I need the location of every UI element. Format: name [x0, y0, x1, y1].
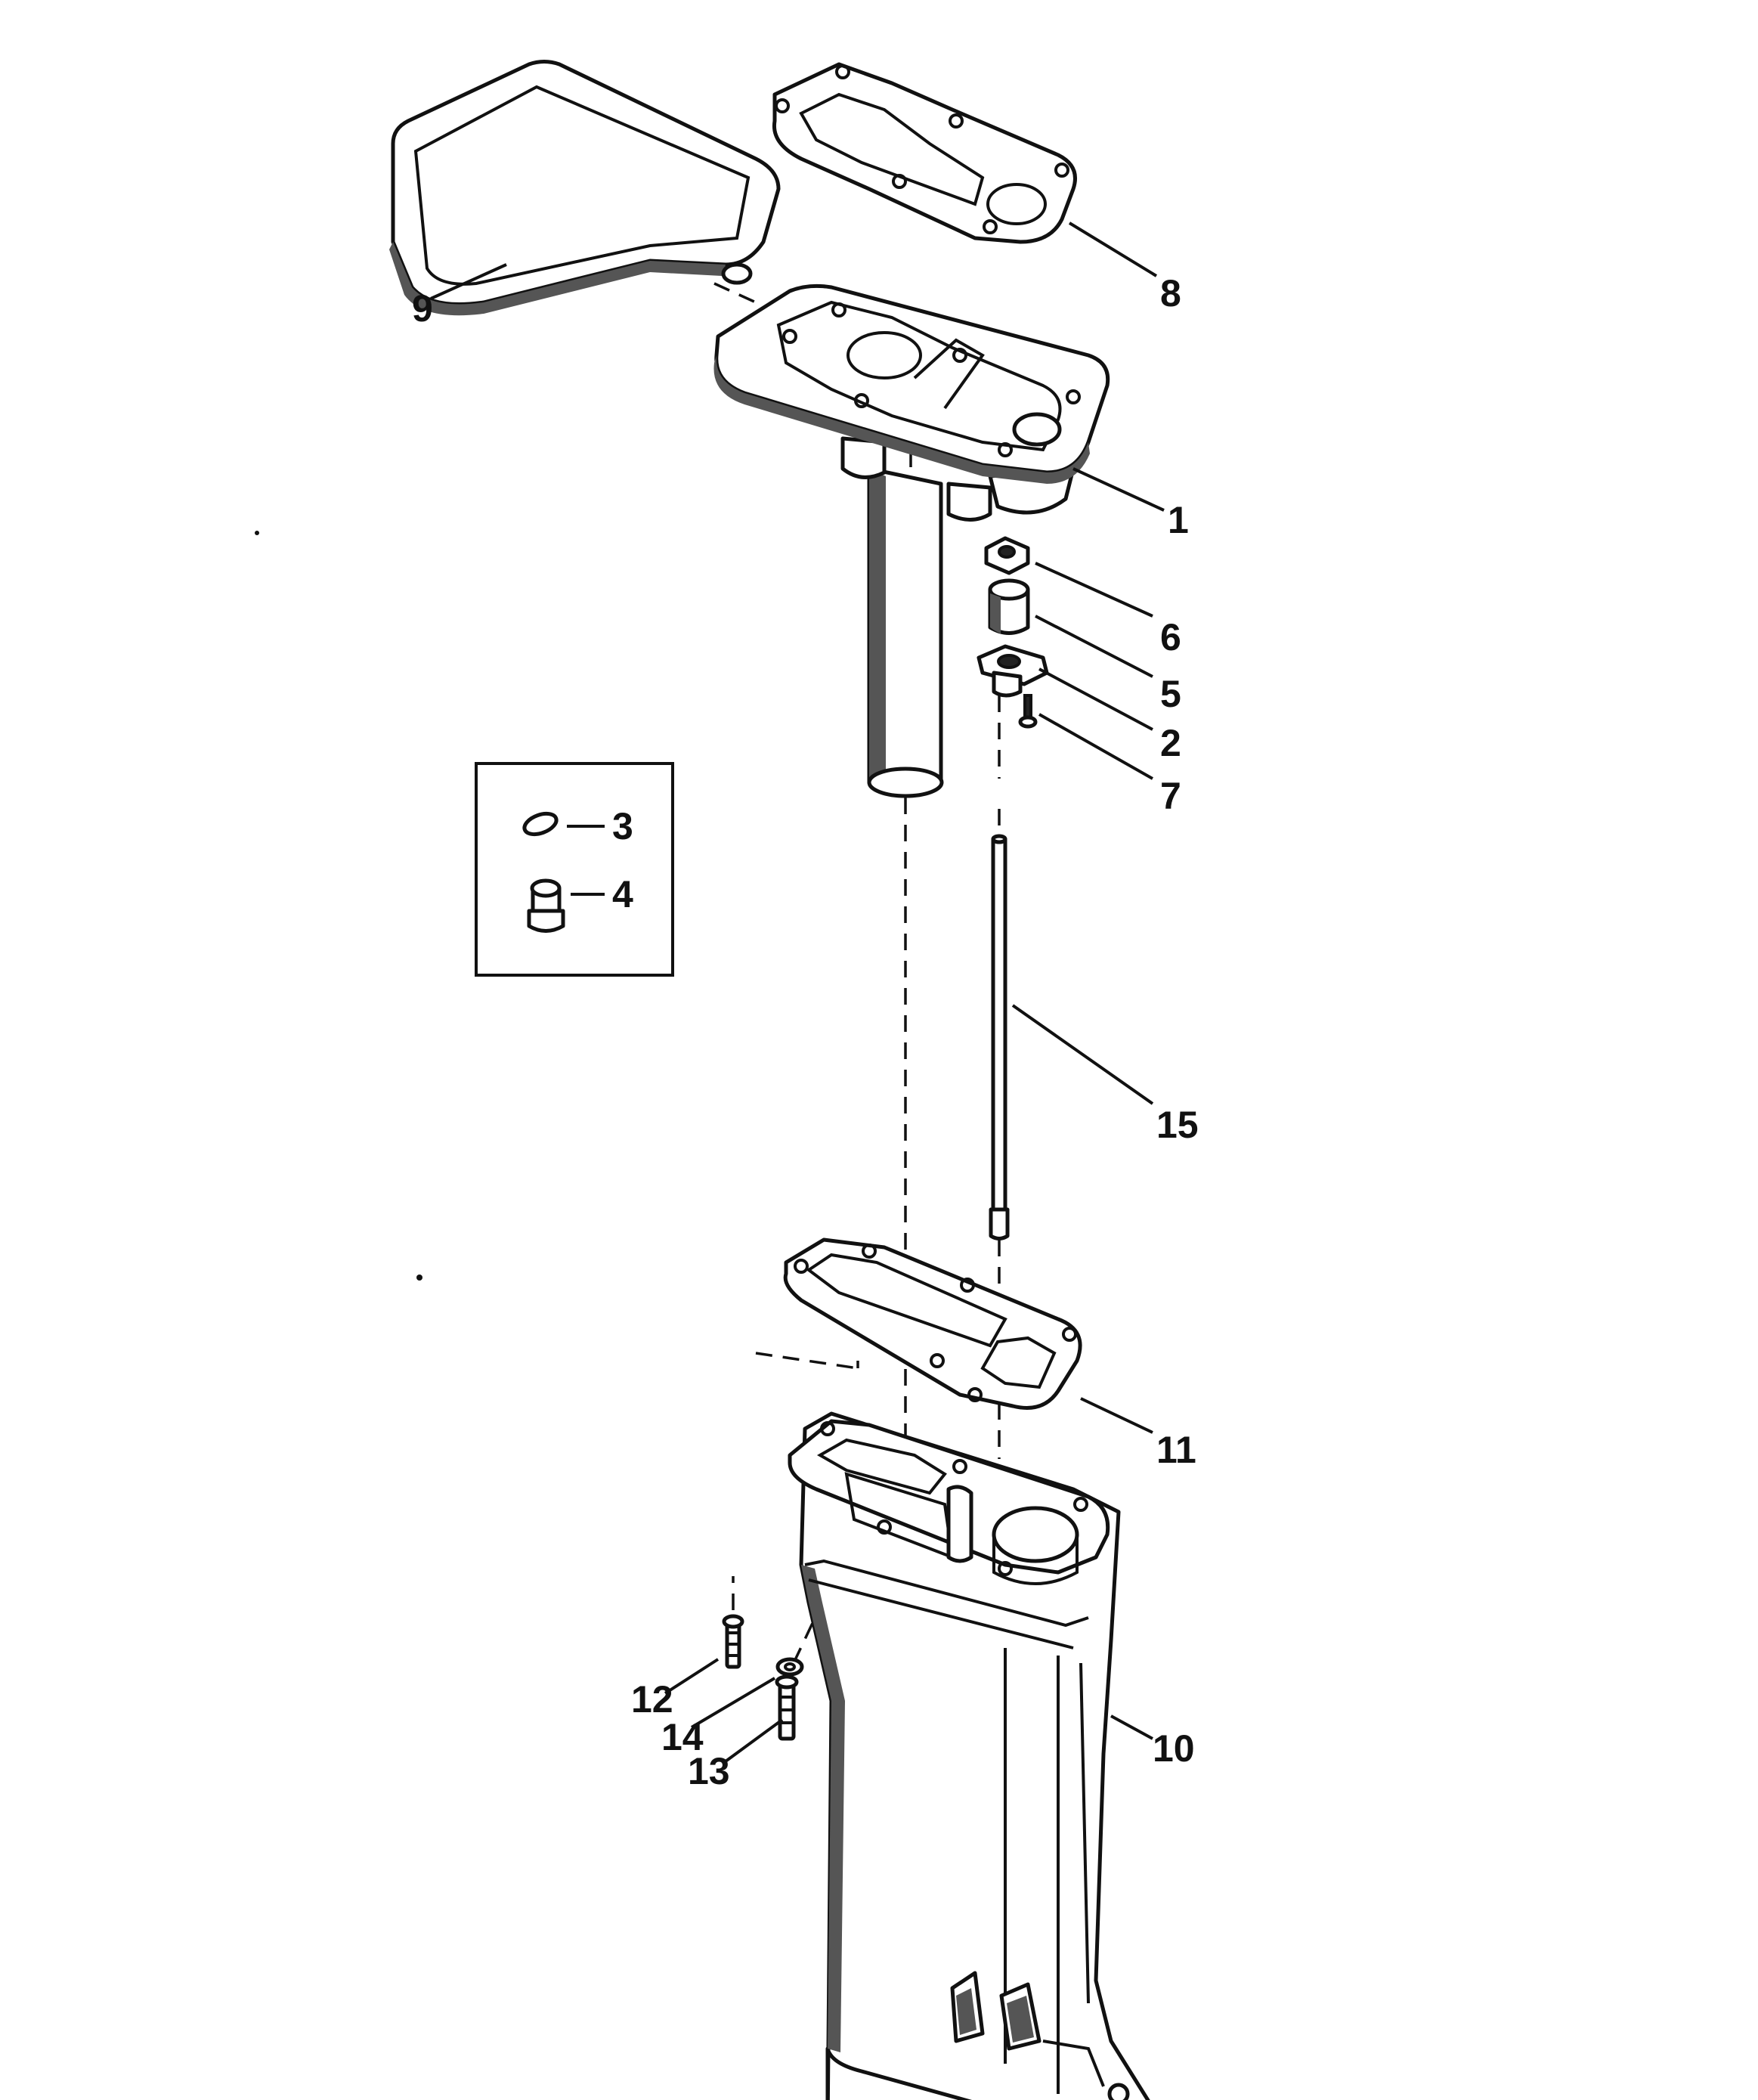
part-9-rubber-seal — [389, 60, 781, 316]
part-11-lower-gasket — [783, 1237, 1082, 1410]
callout-labels: 1 2 3 4 5 6 7 8 9 10 11 12 13 14 15 — [412, 272, 1199, 1792]
part-7-screw — [1018, 694, 1038, 729]
part-12-screw — [722, 1614, 744, 1669]
part-2-retainer — [976, 644, 1049, 698]
part-5-bushing — [988, 578, 1030, 635]
callout-14: 14 — [661, 1716, 704, 1758]
part-3-o-ring — [522, 811, 559, 837]
part-1-adapter-plate — [713, 283, 1110, 798]
part-15-water-tube — [989, 834, 1010, 1240]
callout-12: 12 — [631, 1678, 673, 1721]
callout-4: 4 — [612, 873, 633, 915]
part-4-plug — [527, 878, 565, 933]
callout-5: 5 — [1160, 673, 1181, 715]
callout-6: 6 — [1160, 616, 1181, 658]
callout-7: 7 — [1160, 775, 1181, 817]
part-10-driveshaft-housing — [788, 1411, 1150, 2100]
stray-marks — [255, 531, 422, 1281]
inset-box — [475, 762, 674, 977]
callout-1: 1 — [1168, 499, 1189, 541]
callout-15: 15 — [1156, 1104, 1199, 1146]
part-6-grommet — [984, 536, 1030, 575]
part-13-screw — [775, 1674, 799, 1741]
callout-10: 10 — [1153, 1727, 1195, 1770]
callout-11: 11 — [1156, 1429, 1196, 1471]
part-8-upper-gasket — [772, 62, 1077, 244]
callout-8: 8 — [1160, 272, 1181, 314]
callout-3: 3 — [612, 805, 633, 847]
callout-13: 13 — [688, 1750, 730, 1792]
callout-2: 2 — [1160, 722, 1181, 764]
part-14-washer — [775, 1657, 804, 1677]
callout-9: 9 — [412, 287, 433, 330]
leader-lines — [430, 221, 1165, 1763]
